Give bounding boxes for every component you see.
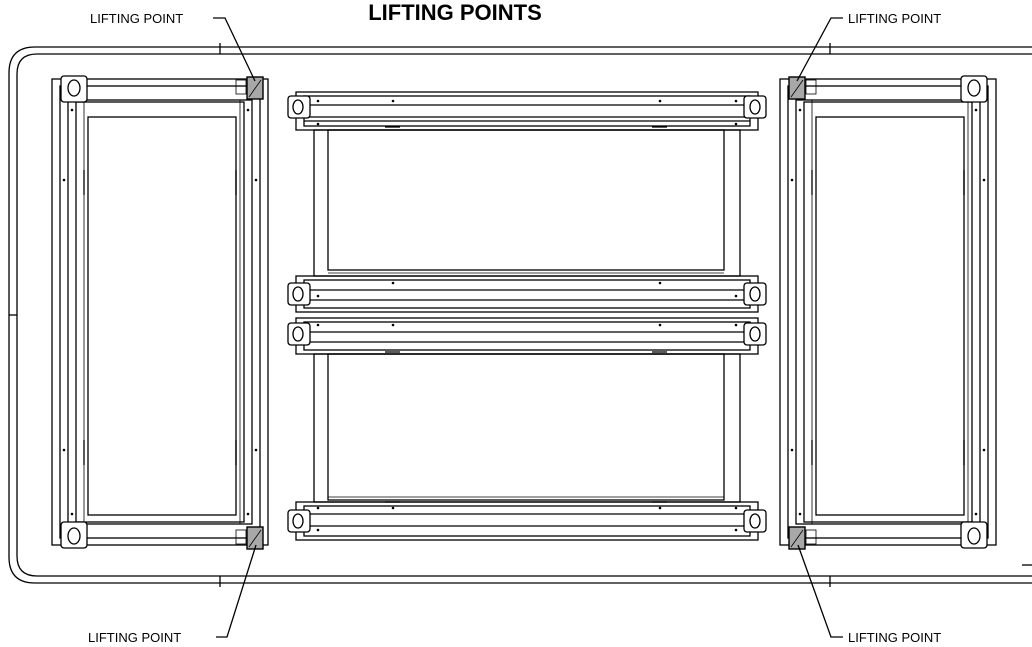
- diagram-title: LIFTING POINTS: [368, 0, 542, 25]
- center-frame: [287, 91, 767, 541]
- callout-lifting-point-bottom-right: LIFTING POINT: [848, 630, 941, 645]
- left-end-frame: [51, 75, 269, 550]
- callout-lifting-point-top-right: LIFTING POINT: [848, 11, 941, 26]
- callout-lifting-point-bottom-left: LIFTING POINT: [88, 630, 181, 645]
- right-end-frame: [779, 75, 997, 550]
- base-outline: [8, 43, 1032, 587]
- callout-lifting-point-top-left: LIFTING POINT: [90, 11, 183, 26]
- leader-lines: [213, 17, 843, 638]
